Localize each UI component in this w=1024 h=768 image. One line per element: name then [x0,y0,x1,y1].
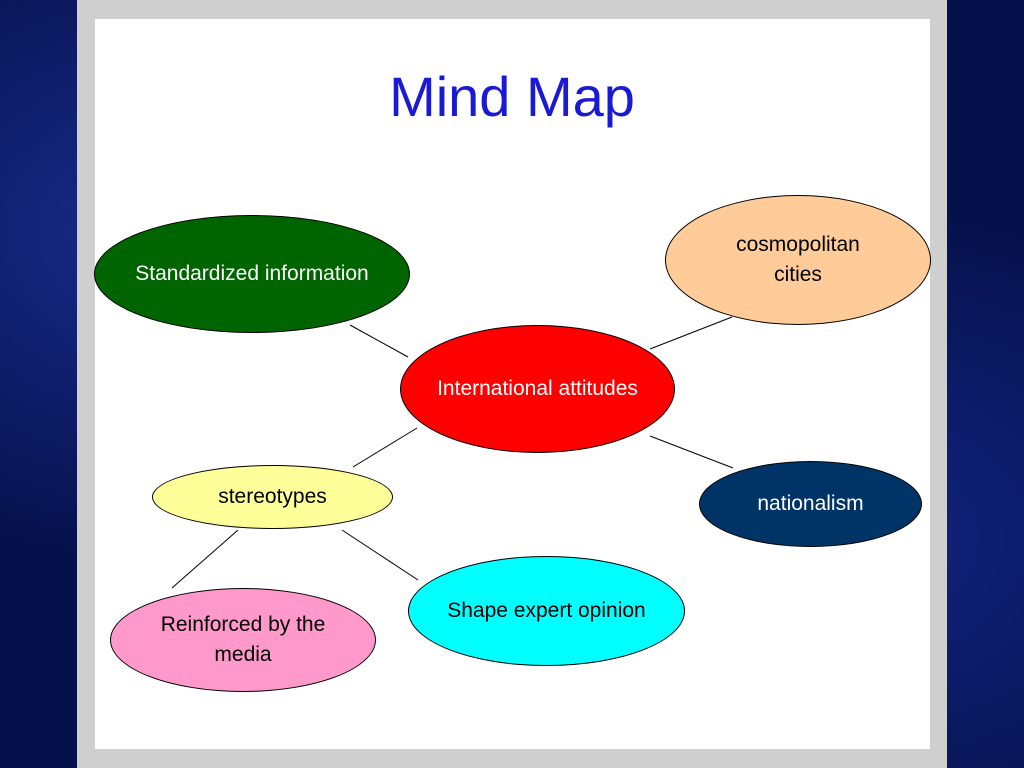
node-label: Standardized information [135,261,369,285]
node-label: stereotypes [218,484,327,508]
connector-stereotypes-reinforced [171,529,239,589]
connector-center-cosmopolitan [649,316,733,350]
connector-center-standardized [349,324,409,358]
node-label: International attitudes [437,376,638,400]
connector-center-stereotypes [352,427,418,468]
slide-title: Mind Map [389,65,635,128]
node-label: Shape expert opinion [447,598,646,622]
node-shape-expert-opinion[interactable]: Shape expert opinion [408,556,685,666]
node-label: Reinforced by the media [160,612,326,666]
connector-stereotypes-shape [341,529,419,581]
node-reinforced-by-the-media[interactable]: Reinforced by the media [110,588,376,692]
node-nationalism[interactable]: nationalism [699,461,922,547]
node-international-attitudes[interactable]: International attitudes [400,325,675,453]
node-label: nationalism [757,491,864,515]
node-label: cosmopolitan cities [736,232,860,286]
node-cosmopolitan-cities[interactable]: cosmopolitan cities [665,195,931,325]
connector-center-nationalism [649,435,734,469]
node-standardized-information[interactable]: Standardized information [94,215,410,333]
node-stereotypes[interactable]: stereotypes [152,465,393,529]
